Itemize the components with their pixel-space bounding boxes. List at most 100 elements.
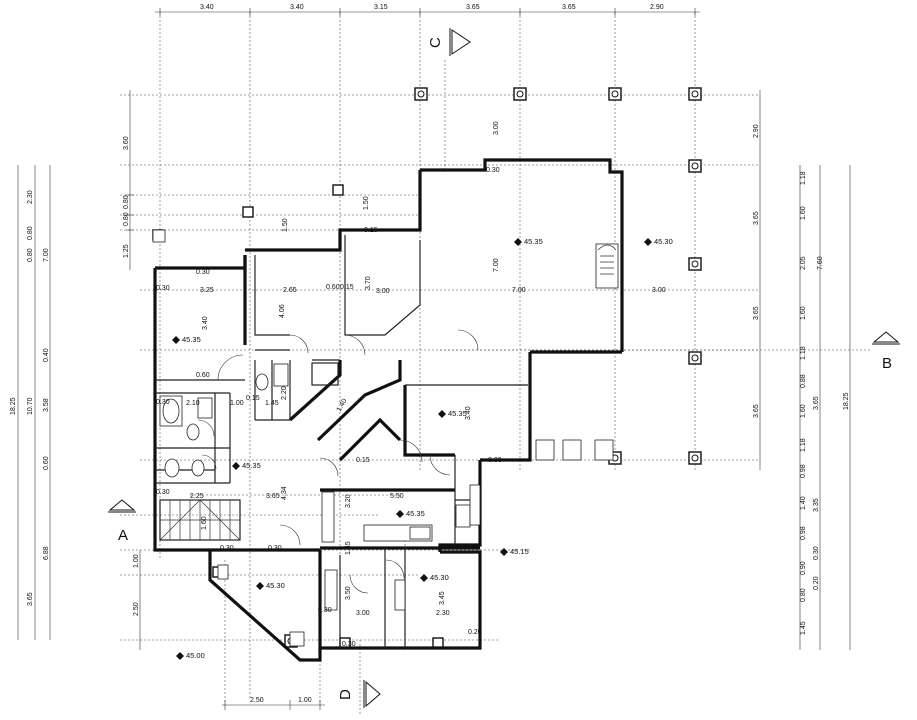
section-mark-d: D: [337, 680, 381, 708]
room-dim-10: 3.00: [376, 288, 390, 295]
stairs: [159, 499, 241, 541]
interior-walls: [155, 235, 528, 648]
left-outer-dim-4: 0.60: [43, 456, 50, 470]
section-label-d: D: [337, 689, 354, 700]
right-total-1: 7.60: [817, 256, 824, 270]
right-dim-b-6: 0.30: [813, 546, 820, 560]
left-inner-dim-2: 0.80: [123, 212, 130, 226]
level-marker: 45.35: [396, 509, 425, 518]
left-bottom-dim-1: 1.00: [133, 554, 140, 568]
section-mark-a: A: [108, 499, 136, 544]
right-dim-a-7: 1.60: [800, 404, 807, 418]
room-dim-18: 0.60: [196, 372, 210, 379]
level-marker: 45.30: [644, 237, 673, 246]
bottom-dim-2: 1.00: [298, 697, 312, 704]
section-marks: A B C D: [108, 28, 900, 708]
room-dim-19: 2.10: [186, 400, 200, 407]
section-label-c: C: [427, 37, 444, 48]
section-mark-c: C: [427, 28, 471, 56]
top-dim-4: 3.65: [466, 4, 480, 11]
room-dim-29: 1.60: [201, 516, 208, 530]
right-dim-a-8: 1.18: [800, 438, 807, 452]
fixtures: [152, 229, 619, 647]
room-dim-38: 0.20: [468, 629, 482, 636]
room-dim-28: 4.34: [281, 486, 288, 500]
room-dim-37: 3.45: [439, 591, 446, 605]
right-dim-b-4: 3.65: [753, 404, 760, 418]
room-dim-16: 3.00: [493, 121, 500, 135]
room-dim-14: 7.00: [512, 287, 526, 294]
room-dim-25: 0.30: [156, 489, 170, 496]
room-dim-13: 7.00: [493, 258, 500, 272]
level-label: 45.35: [182, 335, 201, 344]
right-dimension-chains: 2.90 3.65 3.65 3.65 3.35 0.30 0.20 3.65 …: [753, 90, 851, 650]
level-label: 45.30: [654, 237, 673, 246]
room-dim-40: 0.30: [220, 545, 234, 552]
room-dim-1: 0.30: [196, 269, 210, 276]
exterior-walls: [153, 158, 624, 662]
left-outer-dim-3: 0.40: [43, 348, 50, 362]
right-dim-a-4: 1.60: [800, 306, 807, 320]
grid-lines: [120, 12, 870, 715]
right-dim-b-5: 3.35: [813, 498, 820, 512]
right-dim-a-6: 0.88: [800, 374, 807, 388]
room-dim-39: 0.30: [488, 457, 502, 464]
right-dim-a-1: 1.18: [800, 171, 807, 185]
right-dim-a-13: 0.80: [800, 588, 807, 602]
room-dim-12: 1.50: [363, 196, 370, 210]
room-dim-43: 0.15: [364, 227, 378, 234]
room-dim-30: 3.40: [465, 406, 472, 420]
room-dim-20: 1.00: [230, 400, 244, 407]
room-dim-35: 3.00: [356, 610, 370, 617]
room-dim-32: 3.20: [345, 494, 352, 508]
right-dim-a-5: 1.18: [800, 346, 807, 360]
level-label: 45.30: [430, 573, 449, 582]
level-marker: 45.15: [500, 547, 529, 556]
room-dim-27: 3.65: [266, 493, 280, 500]
right-dim-a-14: 1.45: [800, 621, 807, 635]
room-dim-17: 0.30: [486, 167, 500, 174]
left-outer-dim-7: 7.00: [43, 248, 50, 262]
right-dim-b-3: 3.65: [753, 306, 760, 320]
right-dim-b-2: 3.65: [753, 211, 760, 225]
level-label: 45.35: [406, 509, 425, 518]
room-dim-22: 1.45: [265, 400, 279, 407]
right-dim-a-10: 1.40: [800, 496, 807, 510]
left-outer-dim-9: 2.30: [27, 190, 34, 204]
right-dim-b-8: 3.65: [813, 396, 820, 410]
top-dimension-chain: 3.40 3.40 3.15 3.65 3.65 2.90: [155, 4, 700, 16]
left-outer-dim-8: 0.80: [27, 248, 34, 262]
left-outer-dim-2: 3.58: [43, 398, 50, 412]
room-dim-11: 3.70: [365, 276, 372, 290]
right-dim-b-7: 0.20: [813, 576, 820, 590]
level-marker: 45.35: [172, 335, 201, 344]
level-label: 45.30: [266, 581, 285, 590]
bottom-dimension-chain: 2.50 1.00: [222, 697, 325, 710]
level-markers: 45.35 45.30 45.35 45.35 45.35 45.35 45.1…: [172, 237, 673, 660]
top-dim-6: 2.90: [650, 4, 664, 11]
left-total-dim: 18.25: [10, 397, 17, 415]
left-outer-dim-10: 0.80: [27, 226, 34, 240]
top-dim-2: 3.40: [290, 4, 304, 11]
room-dim-7: 1.50: [282, 218, 289, 232]
left-inner-dim-4: 3.60: [123, 136, 130, 150]
section-label-b: B: [882, 355, 892, 372]
bottom-dim-1: 2.50: [250, 697, 264, 704]
top-dim-5: 3.65: [562, 4, 576, 11]
room-dim-2: 3.25: [200, 287, 214, 294]
left-bottom-dim-2: 2.50: [133, 602, 140, 616]
room-dim-34: 3.50: [345, 586, 352, 600]
room-dim-46: 0.30: [156, 399, 170, 406]
level-label: 45.35: [448, 409, 467, 418]
top-dim-1: 3.40: [200, 4, 214, 11]
level-marker: 45.30: [420, 573, 449, 582]
room-dim-42: 0.15: [356, 457, 370, 464]
left-outer-dim-6: 3.65: [27, 592, 34, 606]
level-label: 45.35: [242, 461, 261, 470]
room-dim-3: 3.40: [202, 316, 209, 330]
room-dim-44: 0.30: [318, 607, 332, 614]
door-swings: [197, 329, 479, 594]
section-mark-b: B: [872, 331, 900, 372]
room-dim-9: 0.15: [340, 284, 354, 291]
